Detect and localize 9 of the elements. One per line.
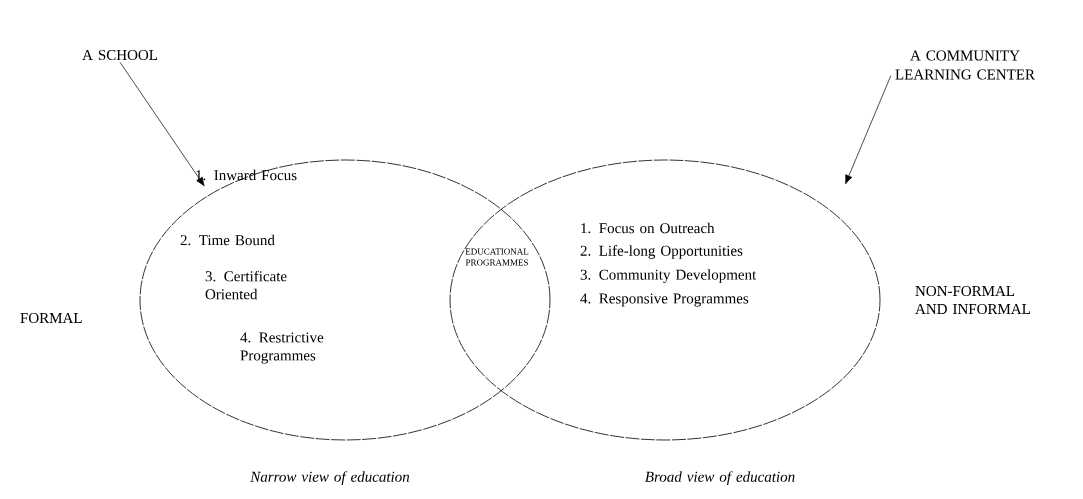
text-label: A SCHOOL	[82, 49, 157, 61]
caption: Narrow view of education	[250, 471, 410, 485]
caption: Broad view of education	[645, 471, 795, 485]
arrow	[845, 75, 892, 185]
side-label: FORMAL	[20, 312, 82, 324]
overlap-label: EDUCATIONAL PROGRAMMES	[465, 248, 529, 266]
side-label: NON-FORMAL AND INFORMAL	[915, 285, 1030, 315]
arrow	[119, 61, 205, 187]
text-label: A COMMUNITY LEARNING CENTER	[895, 50, 1035, 80]
